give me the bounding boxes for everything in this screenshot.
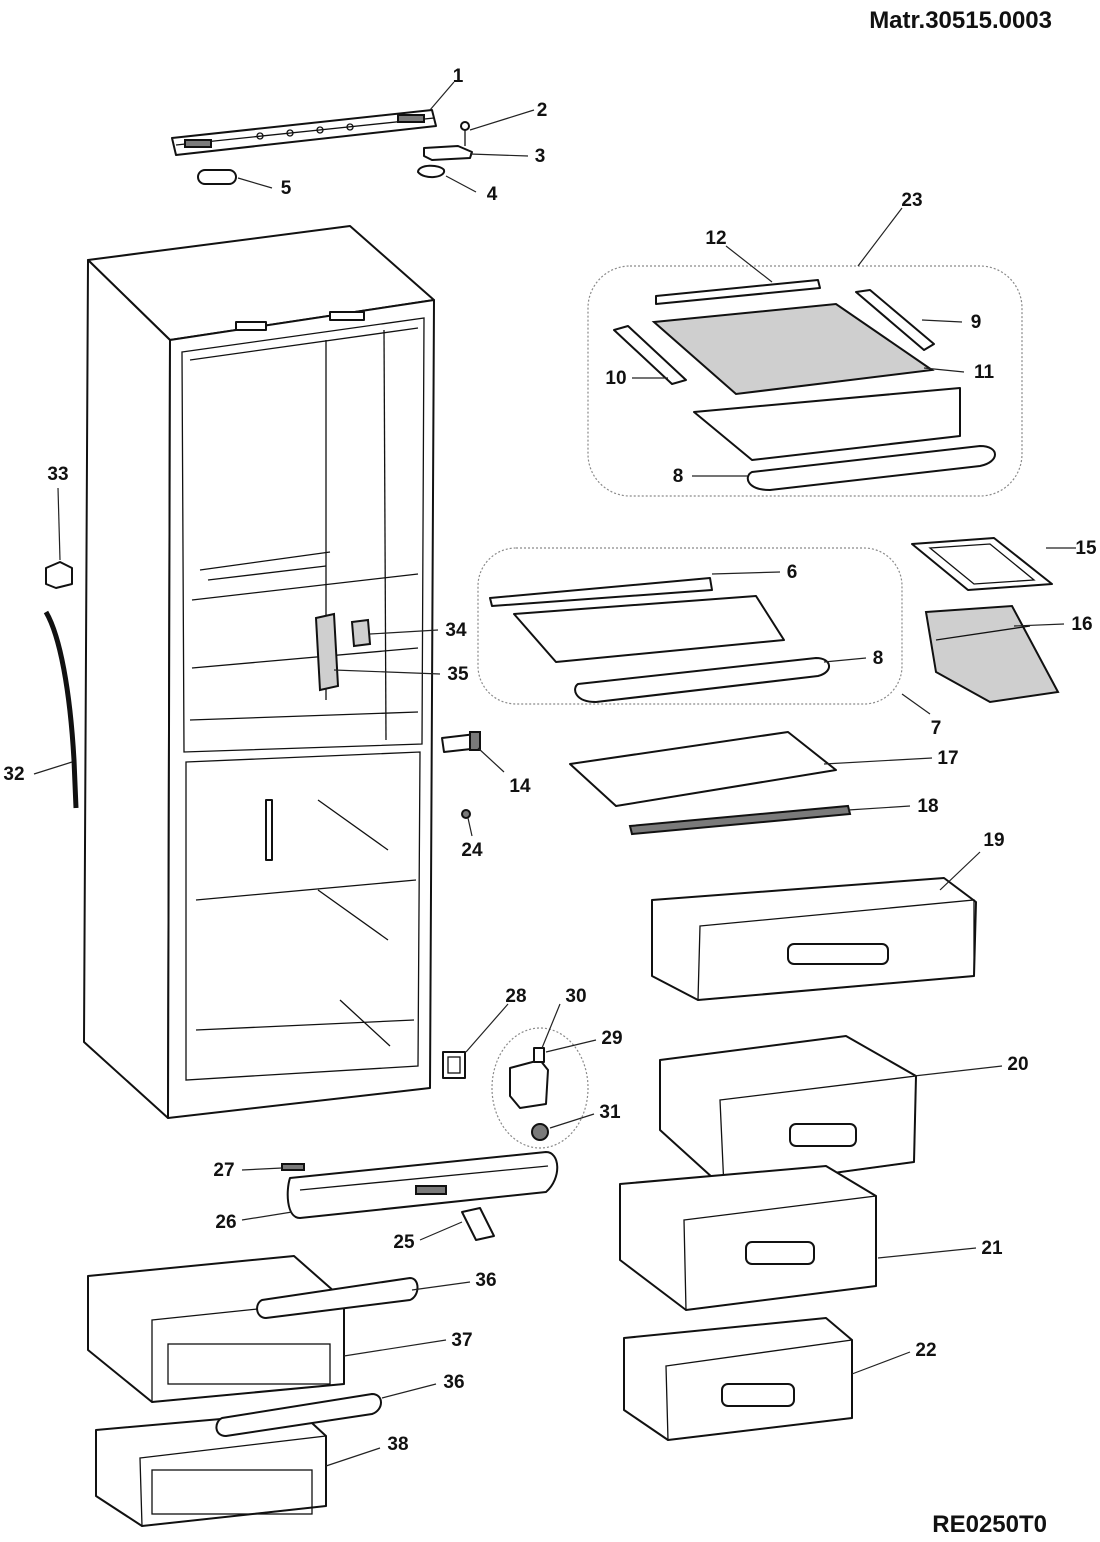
drawer-38	[95, 1411, 327, 1527]
callout-label: 23	[901, 190, 922, 211]
callout-label: 19	[983, 830, 1004, 851]
callout-label: 9	[971, 312, 982, 333]
callout-label: 6	[787, 562, 798, 583]
callout-label: 35	[447, 664, 469, 685]
shelf-group-middle	[477, 547, 903, 705]
drawer-22	[623, 1317, 853, 1441]
callout-label: 4	[487, 184, 498, 205]
callout-label: 27	[213, 1160, 234, 1181]
part-middle-hinge	[441, 731, 481, 753]
part-hinge-cap	[45, 561, 73, 589]
shelf-group-upper	[587, 265, 1023, 497]
drawer-20	[659, 1035, 917, 1189]
part-kick-plate	[286, 1151, 559, 1219]
material-code: Matr.30515.0003	[869, 7, 1052, 34]
callout-label: 8	[673, 466, 684, 487]
callout-label: 30	[565, 986, 586, 1007]
callout-label: 8	[873, 648, 884, 669]
callout-label: 21	[981, 1238, 1003, 1259]
callout-label: 33	[47, 464, 68, 485]
callout-label: 29	[601, 1028, 622, 1049]
drawing-code: RE0250T0	[932, 1511, 1047, 1538]
callout-label: 36	[475, 1270, 496, 1291]
callout-label: 5	[281, 178, 292, 199]
part-clip	[281, 1163, 305, 1171]
callout-label: 15	[1075, 538, 1097, 559]
drawer-37	[87, 1255, 345, 1403]
callout-label: 11	[974, 362, 995, 383]
callout-labels: 1 2 3 4 5 23 12 9 10 11 8 33 15 6 16 34 …	[3, 66, 1097, 1455]
callout-label: 14	[509, 776, 531, 797]
part-plug-cap	[197, 169, 237, 185]
cabinet-body	[83, 225, 435, 1119]
part-thermostat-knob	[350, 618, 372, 648]
part-hinge-bracket	[423, 145, 473, 161]
part-pin	[461, 809, 471, 819]
drawer-19	[651, 877, 977, 1001]
callout-label: 10	[605, 368, 626, 389]
part-door-seal	[43, 610, 79, 809]
callout-label: 32	[3, 764, 24, 785]
callout-label: 20	[1007, 1054, 1028, 1075]
callout-label: 18	[917, 796, 938, 817]
callout-label: 17	[937, 748, 958, 769]
part-screw	[460, 121, 470, 146]
part-dairy-cover	[911, 537, 1053, 591]
drawer-21	[619, 1165, 877, 1311]
callout-label: 7	[931, 718, 942, 739]
callout-label: 36	[443, 1372, 464, 1393]
part-drawer-handle-upper	[256, 1277, 419, 1319]
callout-label: 28	[505, 986, 526, 1007]
part-vent-plate	[442, 1051, 466, 1079]
part-drawer-handle-lower	[215, 1393, 382, 1437]
callout-label: 31	[599, 1102, 621, 1123]
callout-label: 16	[1071, 614, 1092, 635]
callout-label: 38	[387, 1434, 408, 1455]
callout-label: 12	[705, 228, 726, 249]
callout-label: 3	[535, 146, 546, 167]
part-light-cover	[314, 612, 340, 692]
part-glass-shelf	[569, 731, 837, 807]
part-shelf-strip	[628, 804, 852, 836]
callout-label: 34	[445, 620, 467, 641]
callout-label: 37	[451, 1330, 472, 1351]
callout-label: 24	[461, 840, 483, 861]
part-top-cover-bar	[171, 109, 437, 156]
part-foot	[461, 1207, 495, 1241]
callout-label: 22	[915, 1340, 936, 1361]
part-dairy-bin	[924, 604, 1060, 704]
bottom-hinge-group	[491, 1027, 589, 1149]
callout-label: 25	[393, 1232, 415, 1253]
leader-lines	[33, 81, 1076, 1467]
callout-label: 1	[453, 66, 464, 87]
callout-label: 26	[215, 1212, 236, 1233]
part-hinge-spacer	[417, 164, 445, 178]
callout-label: 2	[537, 100, 548, 121]
